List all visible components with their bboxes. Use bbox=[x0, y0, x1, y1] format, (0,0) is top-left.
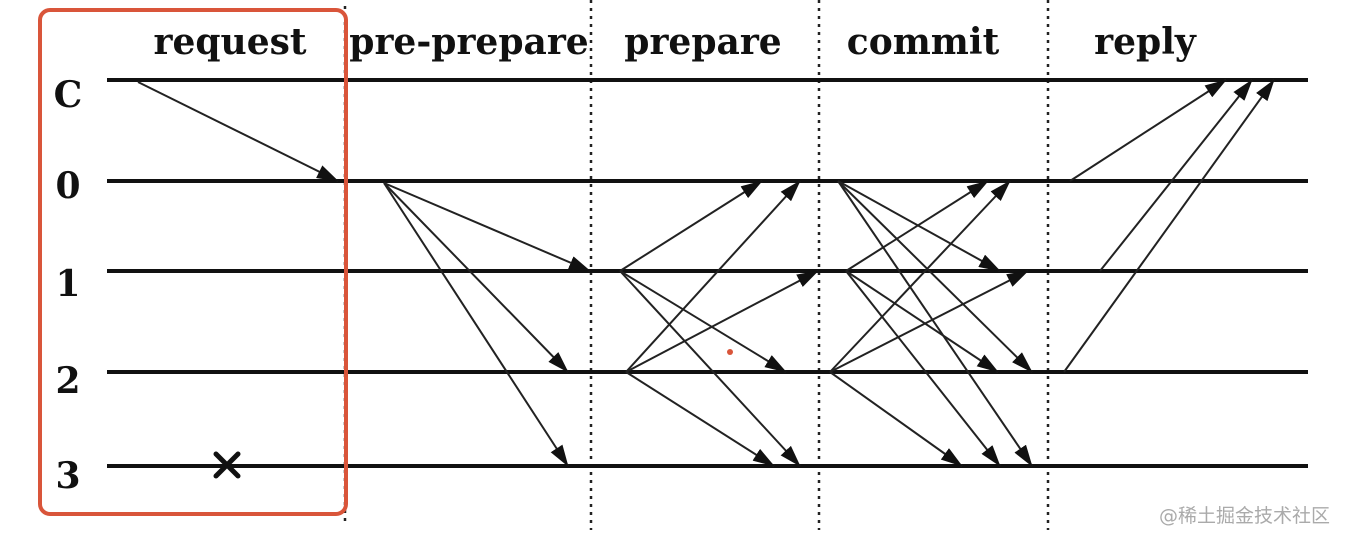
commit-arrow-1-to-2 bbox=[845, 270, 999, 373]
commit-arrow-2-to-3 bbox=[829, 371, 963, 467]
commit-arrow-0-to-2 bbox=[837, 180, 1033, 373]
node-label-replica-0: 0 bbox=[55, 165, 80, 207]
reply-arrow-0-to-client bbox=[1069, 79, 1227, 182]
node-label-replica-2: 2 bbox=[55, 360, 80, 402]
phase-label-reply: reply bbox=[1094, 21, 1197, 63]
prepare-arrow-1-to-0 bbox=[619, 180, 763, 272]
commit-arrow-1-to-0 bbox=[845, 180, 989, 272]
commit-arrow-0-to-3 bbox=[837, 180, 1033, 467]
node-label-client: C bbox=[54, 74, 83, 116]
prepare-arrow-1-to-2 bbox=[619, 270, 787, 373]
timelines bbox=[107, 78, 1308, 468]
commit-arrow-2-to-0 bbox=[829, 180, 1011, 373]
node-labels: C 0 1 2 3 bbox=[54, 74, 83, 497]
reply-messages bbox=[1063, 79, 1275, 373]
commit-arrow-0-to-1 bbox=[837, 180, 1001, 272]
phase-label-commit: commit bbox=[847, 21, 1000, 63]
request-arrow bbox=[137, 81, 339, 182]
commit-messages bbox=[829, 180, 1033, 467]
phase-label-prepare: prepare bbox=[624, 21, 781, 63]
pre-prepare-arrow-to-1 bbox=[383, 182, 591, 272]
prepare-arrow-2-to-0 bbox=[625, 180, 801, 373]
reply-arrow-2-to-client bbox=[1063, 79, 1275, 373]
phase-label-pre-prepare: pre-prepare bbox=[349, 21, 588, 63]
prepare-arrow-2-to-1 bbox=[625, 270, 819, 373]
request-messages bbox=[137, 81, 339, 182]
request-phase-highlight-box bbox=[38, 8, 348, 516]
node-label-replica-1: 1 bbox=[55, 263, 80, 305]
commit-arrow-2-to-1 bbox=[829, 270, 1029, 373]
reply-arrow-1-to-client bbox=[1099, 79, 1253, 272]
pre-prepare-arrow-to-2 bbox=[383, 182, 569, 373]
crash-x-icon bbox=[213, 451, 241, 479]
node-label-replica-3: 3 bbox=[55, 455, 80, 497]
phase-labels: request pre-prepare prepare commit reply bbox=[153, 21, 1196, 63]
prepare-messages bbox=[619, 180, 819, 467]
watermark: @稀土掘金技术社区 bbox=[1159, 505, 1330, 527]
stray-dot bbox=[727, 349, 733, 355]
pre-prepare-messages bbox=[383, 182, 591, 467]
commit-arrow-1-to-3 bbox=[845, 270, 1001, 467]
prepare-arrow-2-to-3 bbox=[625, 371, 775, 467]
phase-label-request: request bbox=[153, 21, 306, 63]
pre-prepare-arrow-to-3 bbox=[383, 182, 569, 467]
prepare-arrow-1-to-3 bbox=[619, 270, 801, 467]
